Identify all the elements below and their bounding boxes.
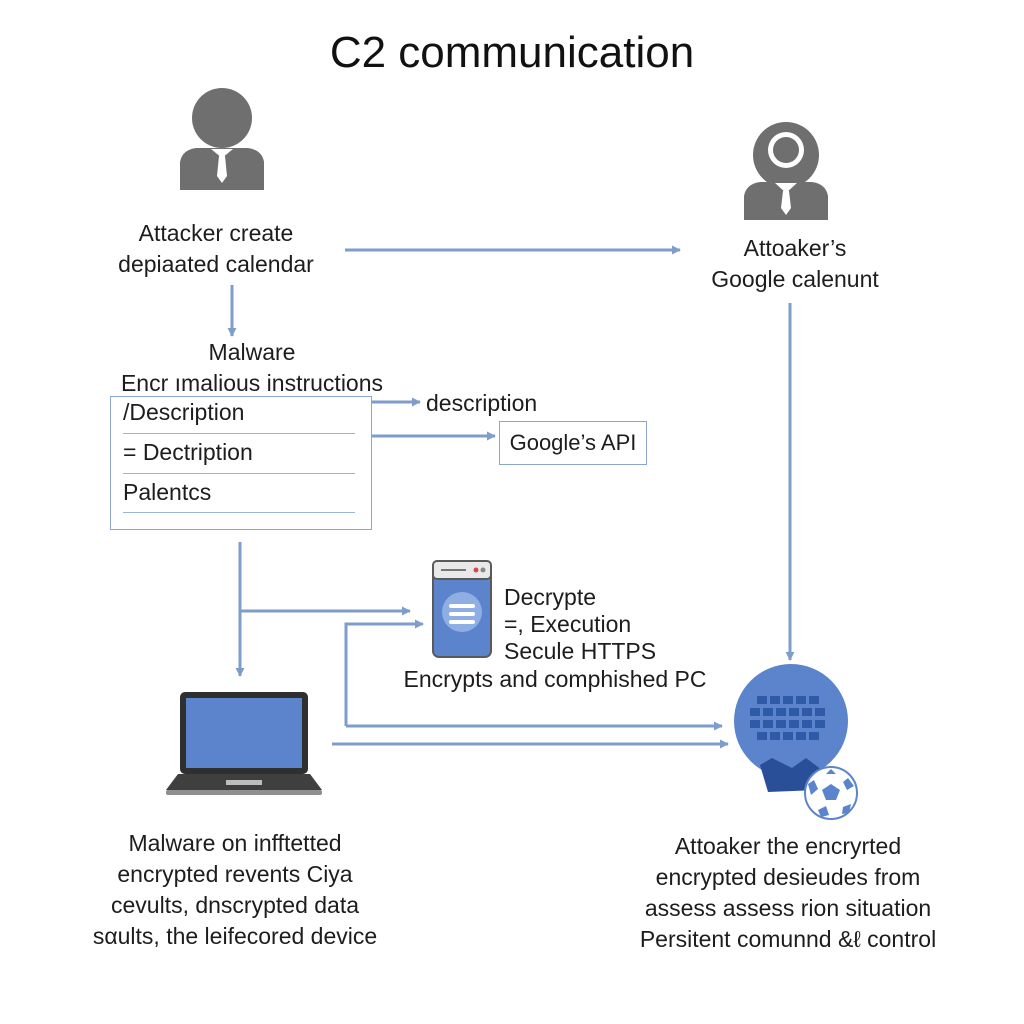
event-row-divider (123, 473, 355, 474)
flow-arrows (227, 245, 795, 749)
google-api-label: Google’s API (509, 430, 637, 455)
server-line3: Secule HTTPS (504, 638, 657, 664)
infected-line2: encrypted revents Ciya (117, 861, 353, 887)
server-steps-label: Decrypte =, Execution Secule HTTPS (504, 584, 656, 665)
event-palentcs-row: Palentcs (123, 479, 212, 505)
attacker-account-line2: Google calenunt (711, 266, 879, 292)
arrow-loop-to-server-and-result (344, 619, 424, 726)
attacker-label-line1: Attacker create (138, 220, 294, 246)
event-row-divider (123, 512, 355, 513)
infected-line3: cevults, dnscrypted data (110, 892, 360, 918)
server-line1: Decrypte (504, 584, 597, 610)
event-row-divider (123, 433, 355, 434)
result-line3: assess assess rion situation (644, 895, 932, 921)
infected-line4: sαults, the leifecored device (92, 923, 378, 949)
malware-label-line2: Encr ımalious instructions (120, 370, 384, 396)
soccer-ball-icon (804, 766, 858, 820)
infected-device-label: Malware on infftetted encrypted revents … (60, 828, 410, 952)
event-description-row: /Description (123, 399, 245, 425)
calendar-event-box: /Description = Dectription Palentcs (110, 396, 372, 530)
attacker-label: Attacker create depiaated calendar (108, 218, 324, 280)
laptop-icon (166, 692, 322, 795)
event-dectription-row: = Dectription (123, 439, 253, 465)
attacker-account-line1: Attoaker’s (743, 235, 847, 261)
attacker-result-label: Attoaker the encryrted encrypted desieud… (598, 831, 978, 955)
result-line2: encrypted desieudes from (655, 864, 921, 890)
result-line4: Persitent comunnd &ℓ control (639, 926, 937, 952)
hooded-attacker-icon (744, 122, 828, 220)
google-api-box: Google’s API (499, 421, 647, 465)
server-icon (432, 560, 492, 658)
attacker-account-label: Attoaker’s Google calenunt (690, 233, 900, 295)
server-line4: Encrypts and comphished PC (403, 666, 707, 692)
malware-label: Malware Encr ımalious instructions (102, 337, 402, 399)
attacker-person-icon (180, 88, 264, 190)
attacker-label-line2: depiaated calendar (118, 251, 314, 277)
result-line1: Attoaker the encryrted (674, 833, 902, 859)
description-label: description (426, 390, 538, 416)
malware-label-line1: Malware (208, 339, 296, 365)
diagram-title: C2 communication (329, 28, 695, 77)
server-line2: =, Execution (504, 611, 632, 637)
infected-line1: Malware on infftetted (128, 830, 342, 856)
